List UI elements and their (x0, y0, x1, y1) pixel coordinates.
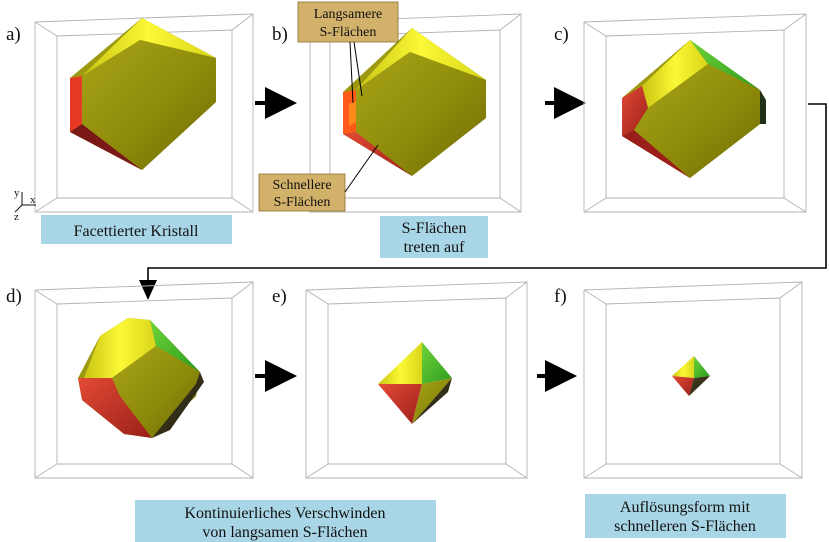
axis-z-label: z (14, 211, 19, 223)
callout-slow-line1: Langsamere (314, 7, 382, 22)
bounding-box-d (34, 281, 254, 479)
panel-e: e) (272, 281, 528, 479)
connector-c-d (139, 103, 827, 300)
bounding-box-e (305, 281, 528, 479)
bounding-box-f (583, 281, 803, 479)
panel-a: a) y x z Facettierter (6, 13, 254, 244)
callout-fast: Schnellere S-Flächen (258, 144, 379, 212)
axis-triad: y x z (14, 187, 36, 223)
crystal-a (70, 18, 216, 170)
callout-slow-line2: S-Flächen (320, 25, 377, 40)
panel-label-f: f) (554, 286, 567, 307)
note-dissolution-line1: Auflösungsform mit (620, 499, 751, 516)
crystal-d (78, 318, 204, 438)
panel-b: b) Langsamere S-Flächen Schnellere (258, 1, 522, 258)
note-facetted-text: Facettierter Kristall (74, 223, 199, 240)
crystal-e (378, 342, 452, 424)
axis-x-label: x (30, 194, 36, 206)
callout-fast-line1: Schnellere (272, 178, 331, 193)
bounding-box-a (34, 13, 254, 213)
note-dissolution-line2: schnelleren S-Flächen (614, 518, 756, 535)
panel-f: f) Auflösungsform mit schnelleren S-Fläc… (554, 281, 803, 538)
callout-slow: Langsamere S-Flächen (297, 1, 399, 104)
bounding-box-c (583, 13, 807, 213)
note-continuous-line1: Kontinuierliches Verschwinden (185, 505, 386, 522)
callout-fast-line2: S-Flächen (274, 195, 331, 210)
note-s-appear-line2: treten auf (404, 239, 466, 256)
panel-label-d: d) (6, 286, 22, 307)
note-s-appear-line1: S-Flächen (402, 220, 467, 237)
panel-c: c) (554, 13, 807, 213)
axis-y-label: y (14, 187, 20, 199)
panel-label-c: c) (554, 24, 569, 45)
panel-label-b: b) (272, 24, 288, 45)
crystal-c (622, 40, 766, 178)
panel-label-a: a) (6, 24, 21, 45)
note-facetted: Facettierter Kristall (41, 215, 232, 244)
note-s-appear: S-Flächen treten auf (380, 216, 488, 258)
note-dissolution: Auflösungsform mit schnelleren S-Flächen (585, 494, 786, 538)
crystal-b (343, 28, 486, 176)
note-continuous: Kontinuierliches Verschwinden von langsa… (135, 500, 436, 542)
crystal-f (672, 356, 710, 396)
panel-label-e: e) (272, 286, 287, 307)
note-continuous-line2: von langsamen S-Flächen (202, 524, 367, 541)
panel-d: d) Kontinuierliches Verschwinden von lan… (6, 281, 436, 542)
